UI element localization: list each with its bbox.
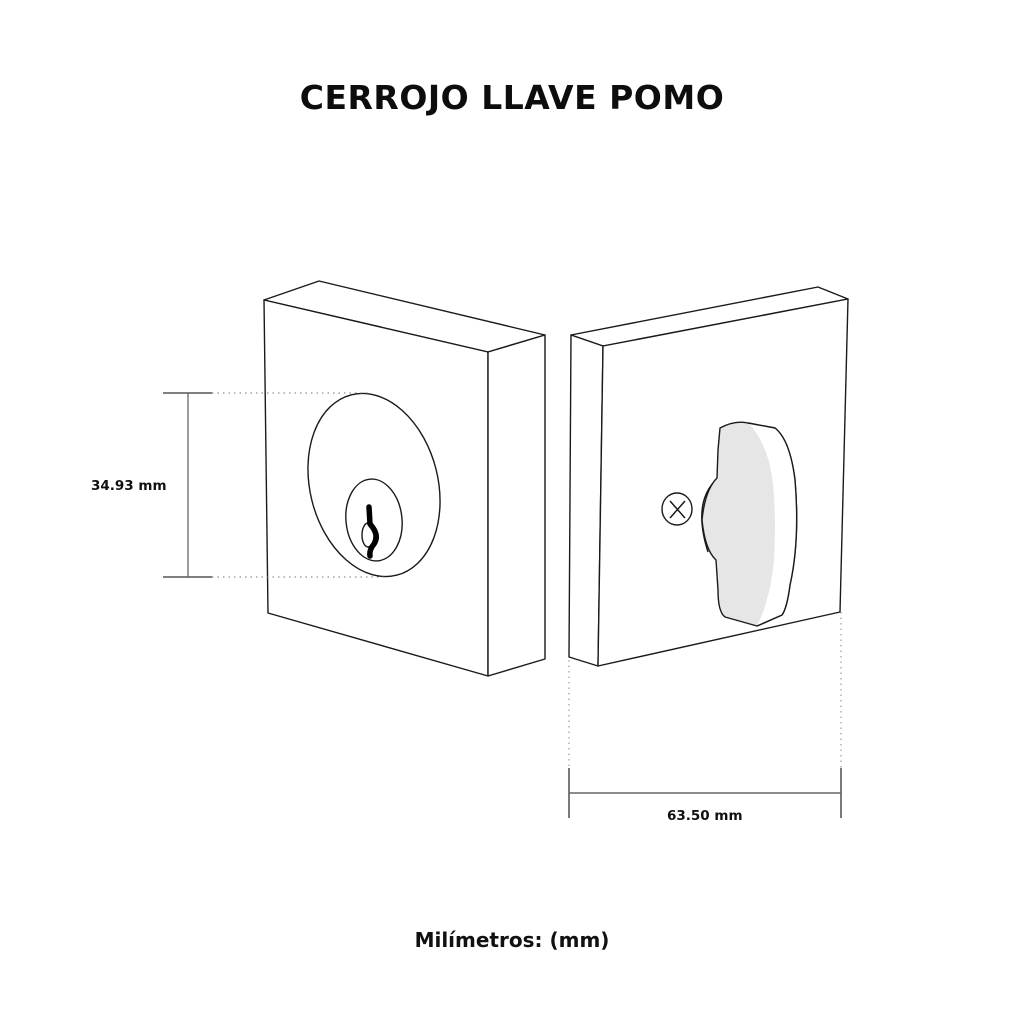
width-dimension-label: 63.50 mm — [667, 808, 743, 824]
thumb-turn-block — [568, 286, 849, 667]
units-note: Milímetros: (mm) — [414, 928, 610, 952]
left-block-front-face — [263, 299, 489, 677]
keyway-ring — [345, 478, 403, 562]
key-cylinder-block — [263, 280, 546, 677]
left-block-side-face — [487, 334, 546, 677]
diagram-title: CERROJO LLAVE POMO — [299, 78, 725, 117]
keyhole-icon — [366, 504, 379, 559]
height-dimension-label: 34.93 mm — [91, 478, 167, 494]
right-block-side-face — [568, 334, 604, 667]
height-dimension — [163, 392, 385, 578]
screw-icon — [661, 492, 693, 526]
width-dimension — [568, 612, 842, 818]
cylinder-rose — [307, 392, 441, 578]
